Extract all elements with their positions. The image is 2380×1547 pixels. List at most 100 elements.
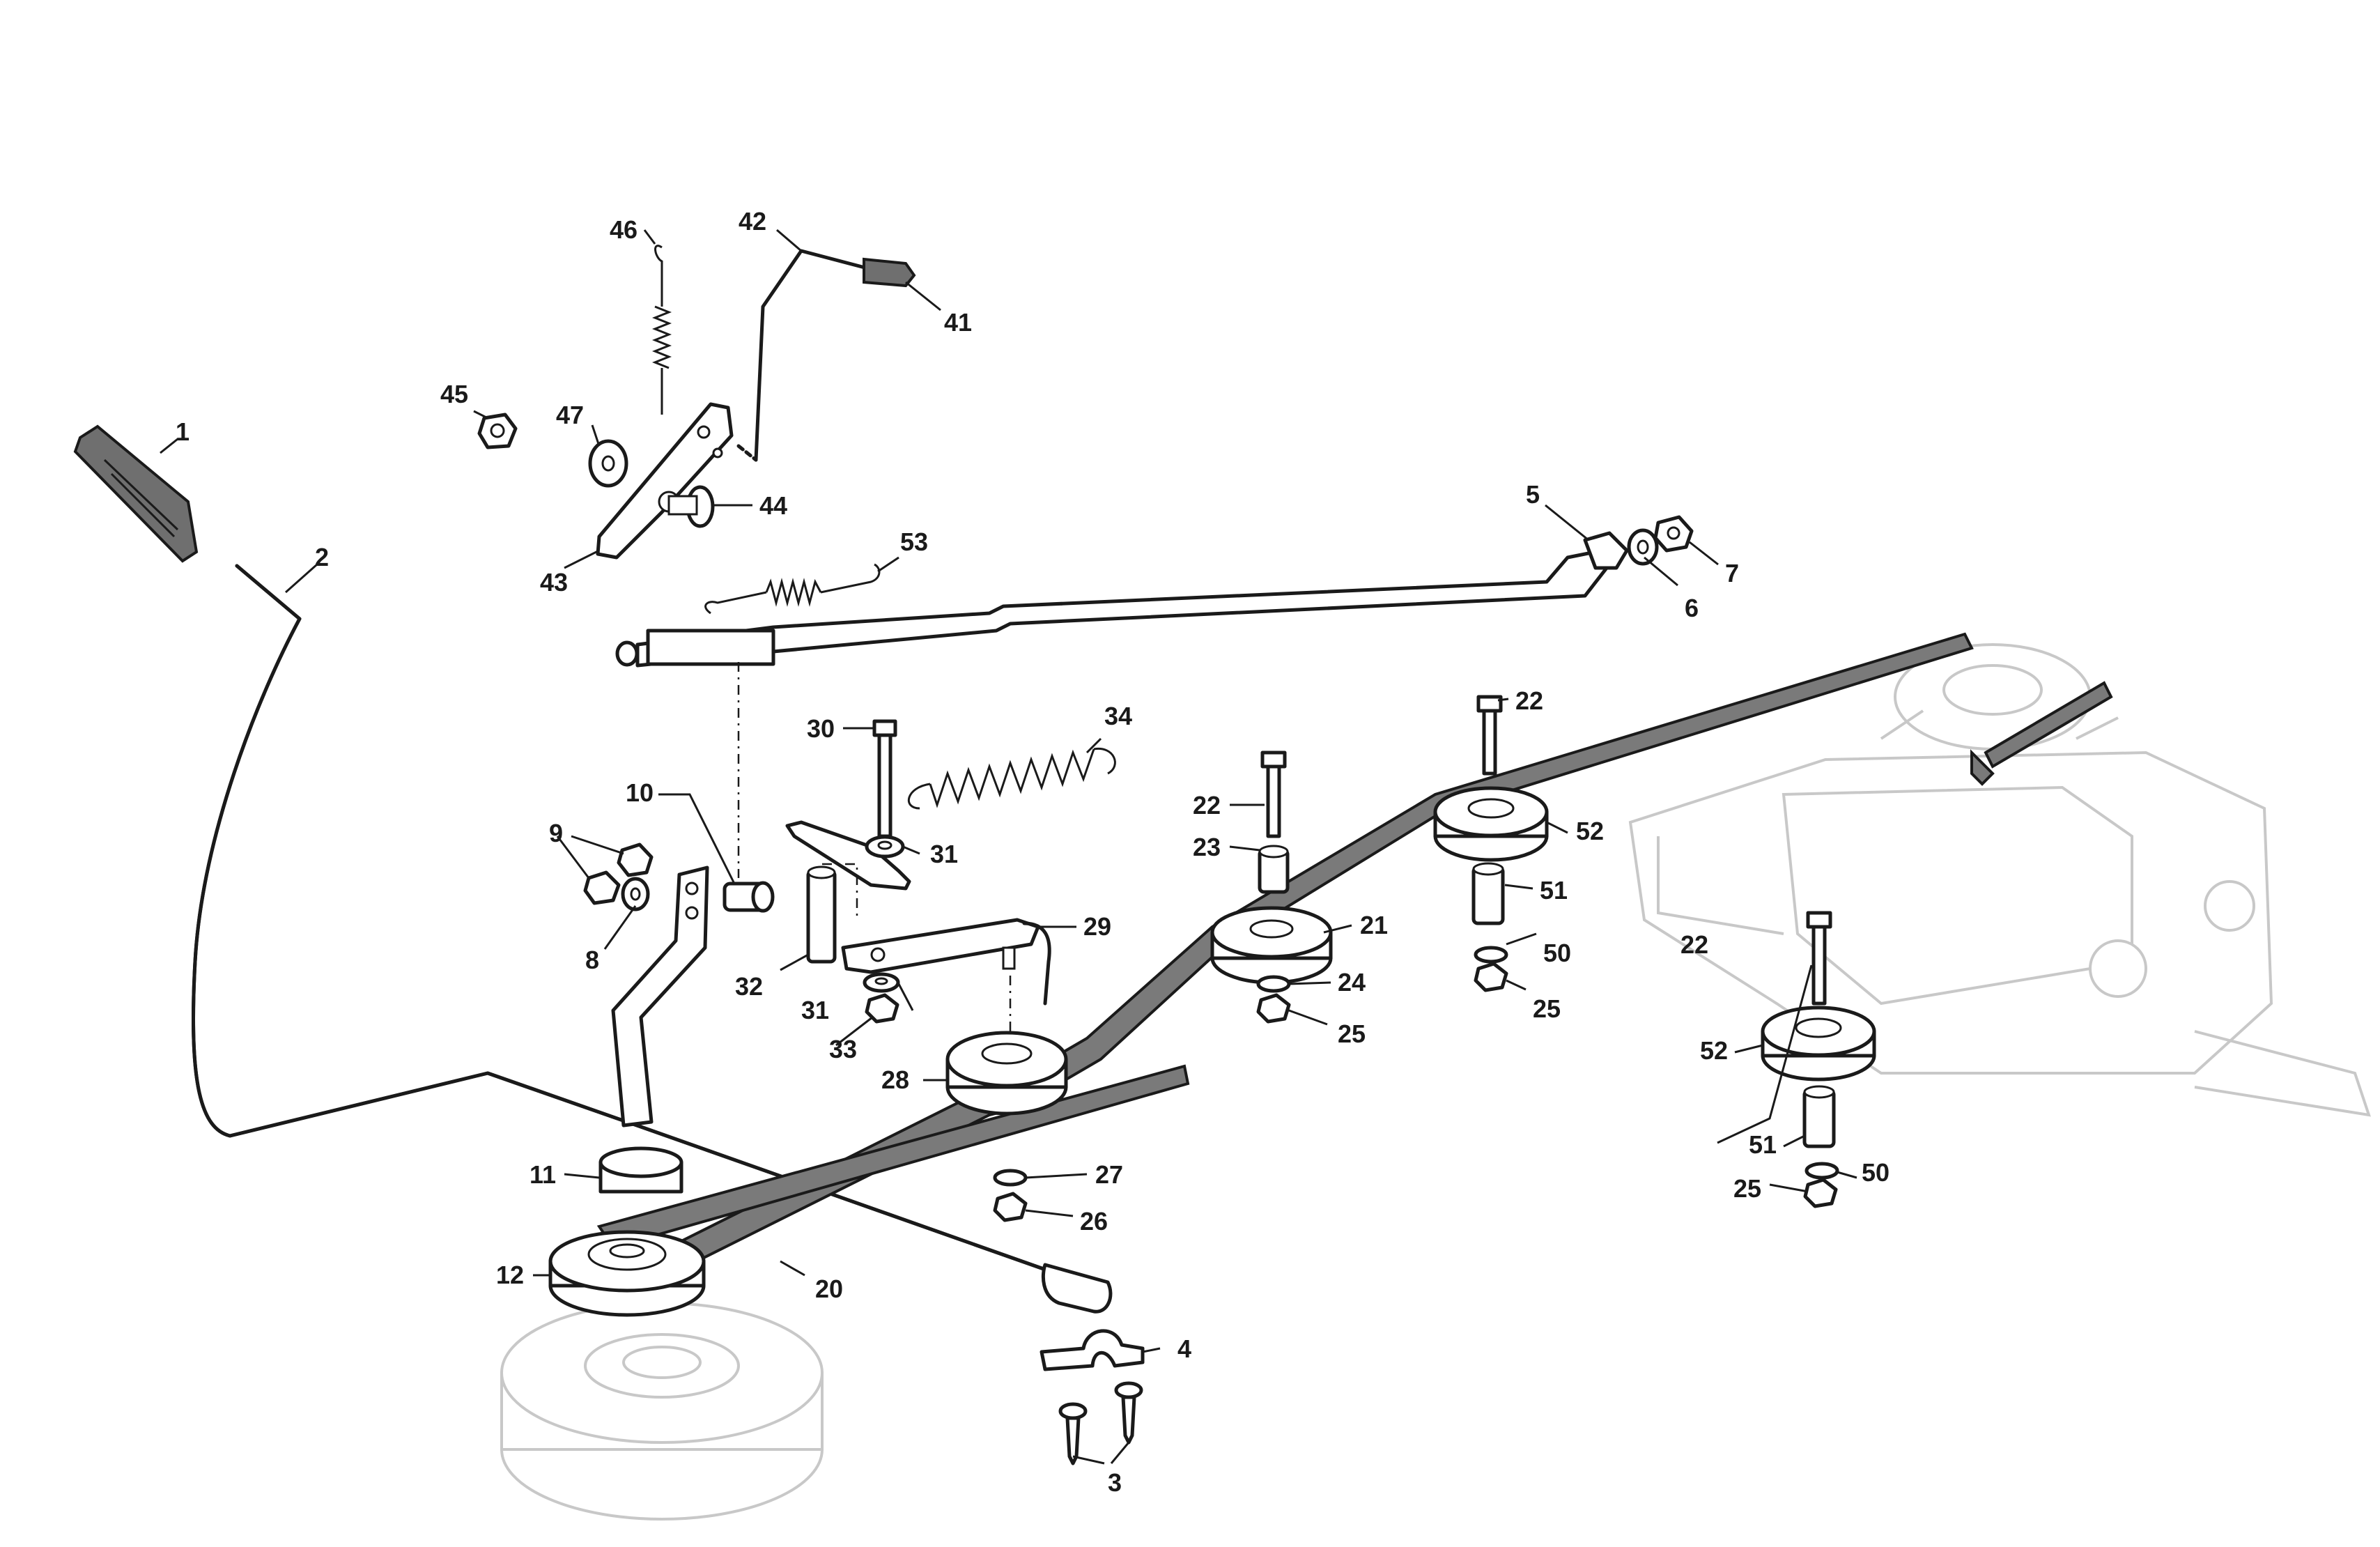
part-29-rod [1022, 921, 1051, 1006]
label-11: 11 [530, 1160, 556, 1189]
label-51b: 51 [1749, 1130, 1777, 1159]
part-5-fitting [1583, 531, 1629, 570]
leader-lines [160, 229, 1857, 1465]
part-1-pedal-pad [73, 424, 199, 563]
part-8-washer [621, 877, 650, 911]
part-33-nut [865, 993, 899, 1024]
part-44-pin [667, 485, 715, 528]
part-7-nut [1653, 515, 1694, 553]
part-11-spacer [598, 1146, 683, 1194]
part-51-spacer-upper [1471, 862, 1505, 925]
part-tensioner-arm [841, 918, 1040, 974]
label-7: 7 [1725, 559, 1739, 587]
label-26: 26 [1080, 1207, 1108, 1236]
label-12: 12 [496, 1261, 524, 1289]
part-31-washer-lower [863, 972, 900, 993]
part-25-nut-upper [1474, 962, 1508, 992]
part-control-rod [615, 548, 1612, 668]
label-50b: 50 [1862, 1158, 1890, 1187]
part-31-washer-upper [865, 835, 905, 859]
part-41-grip [863, 257, 916, 288]
part-34-spring [907, 747, 1116, 810]
label-10: 10 [626, 778, 654, 807]
label-45: 45 [440, 380, 468, 408]
label-53: 53 [900, 528, 928, 556]
part-lever-bracket [611, 865, 709, 1127]
label-52b: 52 [1700, 1036, 1728, 1065]
part-22-bolt-upper [1476, 695, 1503, 776]
part-32-spacer [806, 863, 858, 964]
part-27-washer [993, 1169, 1028, 1187]
part-51-spacer-lower [1802, 1085, 1836, 1148]
label-50a: 50 [1543, 939, 1571, 967]
part-3-screws [1058, 1381, 1143, 1465]
part-10-bolt [722, 881, 775, 913]
label-47: 47 [556, 401, 584, 429]
part-50-washer-upper [1474, 946, 1508, 964]
label-22b: 22 [1515, 686, 1543, 715]
label-25a: 25 [1338, 1019, 1366, 1048]
part-42-rod [736, 249, 870, 462]
part-24-washer [1256, 975, 1291, 993]
label-21: 21 [1360, 911, 1388, 939]
part-12-pulley [548, 1230, 706, 1317]
part-22-bolt-mid [1260, 751, 1287, 838]
label-42: 42 [739, 207, 766, 236]
part-47-washer [588, 439, 628, 488]
label-32: 32 [735, 972, 763, 1001]
label-27: 27 [1095, 1160, 1123, 1189]
label-44: 44 [759, 491, 787, 520]
label-8: 8 [585, 946, 599, 974]
label-9: 9 [549, 819, 563, 847]
label-22c: 22 [1680, 930, 1708, 959]
label-46: 46 [610, 215, 638, 244]
label-20: 20 [815, 1275, 843, 1303]
ghost-transmission [1628, 643, 2371, 1117]
callout-labels: 1 2 3 4 5 6 7 8 9 10 11 12 20 21 22 22 2… [176, 207, 1890, 1497]
label-1: 1 [176, 417, 190, 446]
label-51a: 51 [1540, 876, 1568, 905]
part-bracket-upper [785, 820, 911, 891]
label-43: 43 [540, 568, 568, 597]
label-25b: 25 [1533, 994, 1561, 1023]
label-31b: 31 [801, 996, 829, 1024]
part-52-pulley-lower [1761, 1006, 1876, 1082]
part-25-nut-lower [1803, 1178, 1838, 1208]
part-4-clip [1040, 1329, 1145, 1371]
label-24: 24 [1338, 968, 1366, 996]
label-34: 34 [1104, 702, 1132, 730]
label-41: 41 [944, 308, 972, 337]
part-52-pulley-upper [1433, 786, 1549, 862]
label-6: 6 [1685, 594, 1699, 622]
part-9-nuts [583, 842, 654, 905]
label-33: 33 [829, 1035, 857, 1063]
part-25-nut-mid [1256, 993, 1291, 1024]
label-29: 29 [1083, 912, 1111, 941]
label-52a: 52 [1576, 817, 1604, 845]
part-45-nut [477, 413, 518, 449]
part-23-spacer [1258, 845, 1290, 894]
part-21-pulley [1210, 906, 1333, 985]
label-28: 28 [881, 1065, 909, 1094]
label-2: 2 [315, 543, 329, 571]
part-28-pulley [945, 1031, 1068, 1116]
label-22a: 22 [1193, 791, 1221, 819]
part-30-bolt [872, 719, 897, 838]
label-3: 3 [1108, 1468, 1122, 1497]
part-53-spring [704, 563, 881, 615]
part-43-bracket [596, 402, 734, 560]
part-6-washer [1627, 528, 1659, 566]
part-22-bolt-lower [1806, 911, 1832, 1006]
ghost-electric-clutch [500, 1302, 824, 1521]
label-4: 4 [1177, 1334, 1191, 1363]
part-2-pedal-rod [191, 564, 1113, 1314]
part-26-nut [993, 1192, 1028, 1222]
label-25c: 25 [1733, 1174, 1761, 1203]
part-46-spring [651, 245, 672, 415]
label-30: 30 [807, 714, 835, 743]
part-50-washer-lower [1805, 1162, 1839, 1180]
label-5: 5 [1526, 480, 1540, 509]
label-23: 23 [1193, 833, 1221, 861]
label-31a: 31 [930, 840, 958, 868]
